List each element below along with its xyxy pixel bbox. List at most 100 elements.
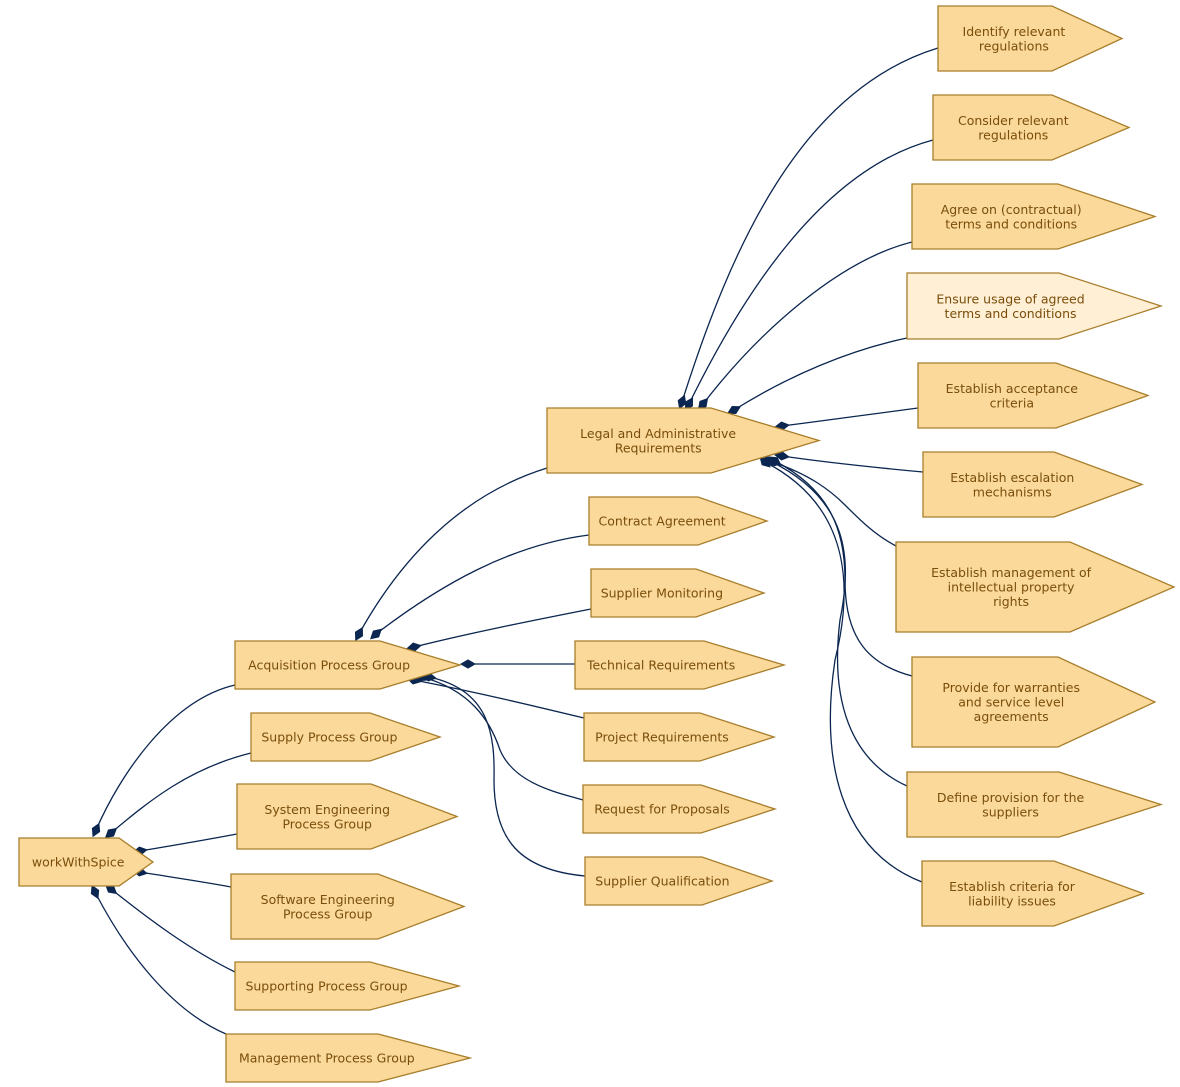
edge-line	[413, 608, 592, 648]
edge-legal-to-provision	[763, 455, 908, 787]
node-shape	[234, 961, 462, 1011]
composition-diamond	[90, 884, 100, 900]
edge-root-to-acquisition	[91, 684, 236, 838]
node-agree[interactable]: Agree on (contractual)terms and conditio…	[911, 183, 1158, 250]
composition-diamond	[459, 659, 477, 669]
node-label-line: Consider relevant	[958, 113, 1069, 128]
edge-root-to-system_engineering	[132, 833, 238, 856]
composition-diamond	[354, 626, 364, 642]
node-label-line: Request for Proposals	[594, 802, 729, 817]
node-label-line: Process Group	[283, 906, 373, 921]
node-label-line: workWithSpice	[32, 855, 125, 870]
edge-root-to-software_engineering	[132, 867, 232, 888]
node-shape	[588, 496, 769, 546]
node-shape	[574, 640, 787, 690]
node-shape	[911, 656, 1157, 748]
node-qualification[interactable]: Supplier Qualification	[584, 856, 775, 906]
edge-line	[781, 407, 919, 427]
node-label-line: criteria	[990, 395, 1034, 410]
edge-legal-to-escalation	[774, 451, 924, 473]
node-label-line: regulations	[979, 38, 1049, 53]
node-label-line: Define provision for the	[937, 790, 1085, 805]
node-label-line: intellectual property	[948, 580, 1076, 595]
composition-diamond	[370, 628, 382, 640]
node-supplier-monitoring[interactable]: Supplier Monitoring	[590, 568, 766, 618]
node-management[interactable]: Management Process Group	[225, 1033, 473, 1083]
node-label-line: Requirements	[615, 440, 702, 455]
edges-layer	[90, 47, 939, 1035]
node-label-line: Establish management of	[931, 565, 1092, 580]
node-label-line: Software Engineering	[261, 892, 395, 907]
node-shape	[917, 362, 1150, 429]
node-shape	[906, 272, 1164, 340]
edge-line	[413, 679, 585, 719]
node-shape	[590, 568, 766, 618]
node-label-line: Establish acceptance	[946, 381, 1079, 396]
edge-legal-to-agree	[697, 241, 913, 411]
edge-line	[358, 467, 548, 635]
node-technical[interactable]: Technical Requirements	[574, 640, 787, 690]
node-label-line: Supporting Process Group	[245, 979, 407, 994]
node-shape	[895, 541, 1176, 633]
node-label-line: Agree on (contractual)	[941, 202, 1082, 217]
node-shape	[911, 183, 1158, 250]
node-project[interactable]: Project Requirements	[583, 712, 777, 762]
node-shape	[546, 407, 822, 474]
node-shape	[922, 451, 1144, 518]
edge-line	[781, 455, 924, 473]
node-shape	[932, 94, 1131, 161]
edge-root-to-supporting	[104, 883, 236, 973]
edge-line	[139, 833, 238, 852]
node-label-line: terms and conditions	[945, 306, 1077, 321]
edge-line	[375, 534, 590, 635]
node-label-line: rights	[993, 594, 1029, 609]
node-acquisition[interactable]: Acquisition Process Group	[234, 640, 463, 690]
edge-legal-to-ensure	[726, 337, 908, 415]
node-shape	[234, 640, 463, 690]
edge-line	[688, 139, 934, 405]
node-label-line: Ensure usage of agreed	[936, 291, 1084, 306]
edge-line	[772, 461, 897, 547]
edge-line	[94, 891, 227, 1035]
node-root[interactable]: workWithSpice	[18, 837, 155, 887]
node-shape	[921, 860, 1145, 927]
node-label-line: Establish criteria for	[949, 879, 1076, 894]
edge-legal-to-liability	[759, 456, 923, 883]
edge-legal-to-identify	[677, 47, 939, 410]
node-shape	[583, 712, 777, 762]
node-label-line: suppliers	[982, 804, 1039, 819]
composition-diamond	[726, 405, 742, 415]
edge-root-to-supply	[104, 752, 252, 839]
edge-root-to-management	[90, 884, 227, 1035]
node-label-line: Acquisition Process Group	[248, 658, 410, 673]
node-shape	[937, 5, 1124, 72]
edge-line	[702, 241, 913, 405]
edge-acquisition-to-technical	[459, 659, 575, 669]
node-supporting[interactable]: Supporting Process Group	[234, 961, 462, 1011]
composition-diamond	[774, 451, 790, 461]
node-label-line: Contract Agreement	[599, 514, 726, 529]
node-label-line: mechanisms	[973, 484, 1052, 499]
node-shape	[584, 856, 775, 906]
node-shape	[582, 784, 778, 834]
node-rfp[interactable]: Request for Proposals	[582, 784, 778, 834]
edge-line	[110, 752, 252, 834]
node-shape	[230, 873, 466, 940]
node-contract[interactable]: Contract Agreement	[588, 496, 769, 546]
node-label-line: and service level	[958, 695, 1064, 710]
node-shape	[18, 837, 155, 887]
node-supply[interactable]: Supply Process Group	[250, 712, 443, 762]
